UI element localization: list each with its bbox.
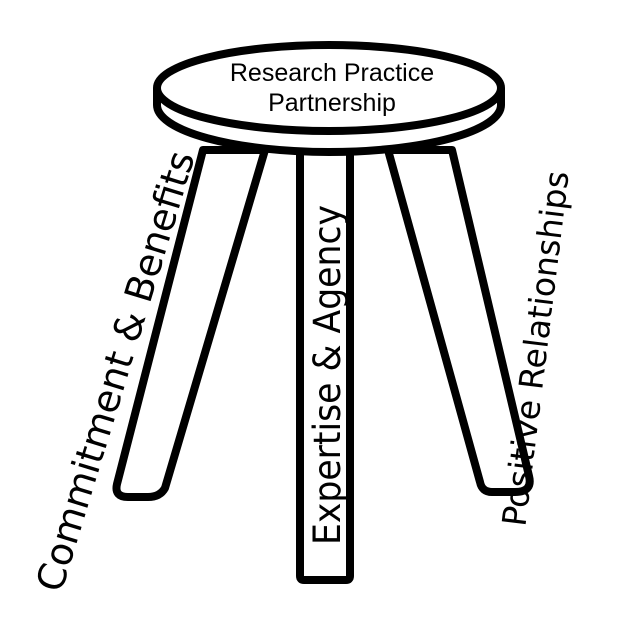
leg-middle-label: Expertise & Agency (306, 205, 349, 545)
leg-right (384, 146, 534, 496)
leg-middle (296, 146, 354, 584)
stool-seat (153, 41, 505, 156)
leg-right-label: Positive Relationships (494, 169, 576, 529)
leg-left (112, 146, 269, 501)
stool-legs (112, 146, 534, 584)
seat-label-line-1: Research Practice (230, 59, 434, 87)
seat-top (153, 41, 505, 135)
seat-label-line-2: Partnership (268, 89, 396, 117)
